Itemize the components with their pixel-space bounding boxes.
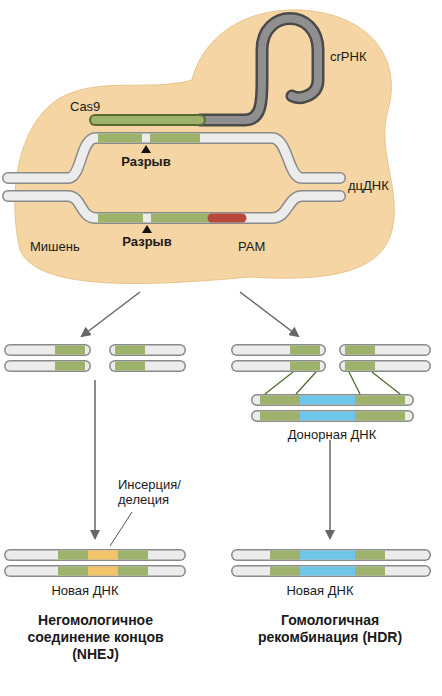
pathway-caption: Негомологичное соединение концов (NHEJ) bbox=[3, 612, 188, 662]
pathway-caption: Гомологичная рекомбинация (HDR) bbox=[245, 612, 415, 646]
target-label: Мишень bbox=[30, 240, 80, 255]
protein-label: Cas9 bbox=[70, 100, 100, 115]
indel-label: Инсерция/ делеция bbox=[118, 478, 188, 508]
pam-label: PAM bbox=[238, 240, 265, 255]
rna-label: crРНК bbox=[330, 50, 366, 65]
result-label: Новая ДНК bbox=[51, 584, 118, 599]
donor-label: Донорная ДНК bbox=[288, 428, 377, 443]
break-label: Разрыв bbox=[122, 235, 171, 250]
result-label: Новая ДНК bbox=[286, 584, 353, 599]
dna-label: дцДНК bbox=[348, 179, 389, 194]
break-label: Разрыв bbox=[121, 155, 170, 170]
